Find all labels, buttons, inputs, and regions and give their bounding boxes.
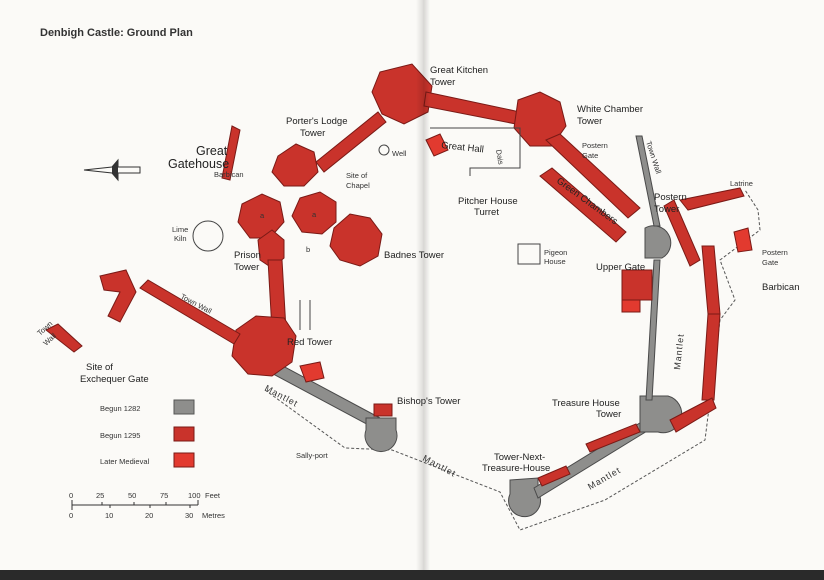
scale-feet-50: 50	[128, 491, 136, 500]
label-barbican-right: Barbican	[762, 282, 800, 293]
label-pitcher-house-1: Pitcher House	[458, 196, 518, 207]
label-porters-lodge-1: Porter's Lodge	[286, 116, 348, 127]
label-sally-port: Sally-port	[296, 451, 329, 460]
legend: Begun 1282 Begun 1295 Later Medieval	[100, 399, 195, 468]
label-postern-tower-1: Postern	[654, 192, 687, 203]
room-mark-a2: a	[260, 211, 265, 220]
well-outline	[378, 144, 390, 156]
label-exchequer-gate-1: Site of	[86, 362, 113, 373]
scale-bar: 0 25 50 75 100 Feet 0 10 20 30 Metres	[69, 491, 225, 520]
label-great-gatehouse-2: Gatehouse	[168, 157, 229, 171]
label-great-kitchen-tower-2: Tower	[430, 77, 455, 88]
scale-metres-10: 10	[105, 511, 113, 520]
label-white-chamber-tower-2: Tower	[577, 116, 602, 127]
scale-feet-25: 25	[96, 491, 104, 500]
room-mark-a1: a	[312, 210, 317, 219]
scale-metres-unit: Metres	[202, 511, 225, 520]
lime-kiln-outline	[192, 220, 224, 252]
label-bishops-tower: Bishop's Tower	[397, 396, 460, 407]
label-lime-kiln-2: Kiln	[174, 234, 187, 243]
north-arrow-icon	[83, 158, 141, 182]
label-white-chamber-tower-1: White Chamber	[577, 104, 643, 115]
scale-metres-20: 20	[145, 511, 153, 520]
walls-begun-1295	[45, 63, 745, 487]
great-hall-outline	[430, 127, 521, 176]
label-upper-gate: Upper Gate	[596, 262, 645, 273]
label-pigeon-house-2: House	[544, 257, 566, 266]
label-pigeon-house-1: Pigeon	[544, 248, 567, 257]
label-treasure-house-tower-1: Treasure House	[552, 398, 620, 409]
legend-swatch-1282	[173, 399, 195, 415]
label-postern-gate-right-1: Postern	[762, 248, 788, 257]
scale-feet-75: 75	[160, 491, 168, 500]
inner-gate-outline	[299, 300, 311, 330]
label-lime-kiln-1: Lime	[172, 225, 188, 234]
legend-swatch-later-medieval	[173, 452, 195, 468]
room-mark-b: b	[306, 245, 310, 254]
scale-feet-unit: Feet	[205, 491, 221, 500]
label-prison-tower-1: Prison	[234, 250, 261, 261]
legend-label-later-medieval: Later Medieval	[100, 457, 150, 466]
scale-feet-100: 100	[188, 491, 201, 500]
label-porters-lodge-2: Tower	[300, 128, 325, 139]
mantlet-outline	[264, 189, 761, 531]
label-pitcher-house-2: Turret	[474, 207, 499, 218]
scale-metres-30: 30	[185, 511, 193, 520]
label-treasure-house-tower-2: Tower	[596, 409, 621, 420]
label-great-gatehouse-1: Great	[196, 144, 228, 158]
label-great-hall: Great Hall	[441, 140, 485, 155]
book-fold	[416, 0, 430, 580]
label-badnes-tower: Badnes Tower	[384, 250, 444, 261]
label-dais: Dais	[494, 149, 506, 166]
map-title: Denbigh Castle: Ground Plan	[40, 27, 193, 39]
legend-swatch-1295	[173, 426, 195, 442]
label-latrine: Latrine	[730, 179, 753, 188]
label-mantlet-right: Mantlet	[672, 333, 686, 370]
label-mantlet-left: Mantlet	[263, 383, 300, 409]
label-tower-next-2: Treasure-House	[482, 463, 550, 474]
label-prison-tower-2: Tower	[234, 262, 259, 273]
pigeon-house-outline	[517, 243, 541, 265]
scale-metres-0: 0	[69, 511, 73, 520]
label-postern-gate-upper-2: Gate	[582, 151, 598, 160]
label-postern-tower-2: Tower	[654, 204, 679, 215]
label-site-of-chapel-2: Chapel	[346, 181, 370, 190]
label-great-kitchen-tower-1: Great Kitchen	[430, 65, 488, 76]
legend-label-1282: Begun 1282	[100, 404, 140, 413]
label-well: Well	[392, 149, 407, 158]
legend-label-1295: Begun 1295	[100, 431, 140, 440]
label-postern-gate-right-2: Gate	[762, 258, 778, 267]
label-site-of-chapel-1: Site of	[346, 171, 368, 180]
label-mantlet-bottom-right: Mantlet	[586, 465, 623, 492]
page-edge	[0, 570, 824, 580]
label-tower-next-1: Tower-Next-	[494, 452, 545, 463]
label-exchequer-gate-2: Exchequer Gate	[80, 374, 149, 385]
scale-feet-0: 0	[69, 491, 73, 500]
label-barbican-left: Barbican	[214, 170, 244, 179]
label-red-tower: Red Tower	[287, 337, 332, 348]
label-postern-gate-upper-1: Postern	[582, 141, 608, 150]
walls-later-medieval	[299, 133, 753, 383]
